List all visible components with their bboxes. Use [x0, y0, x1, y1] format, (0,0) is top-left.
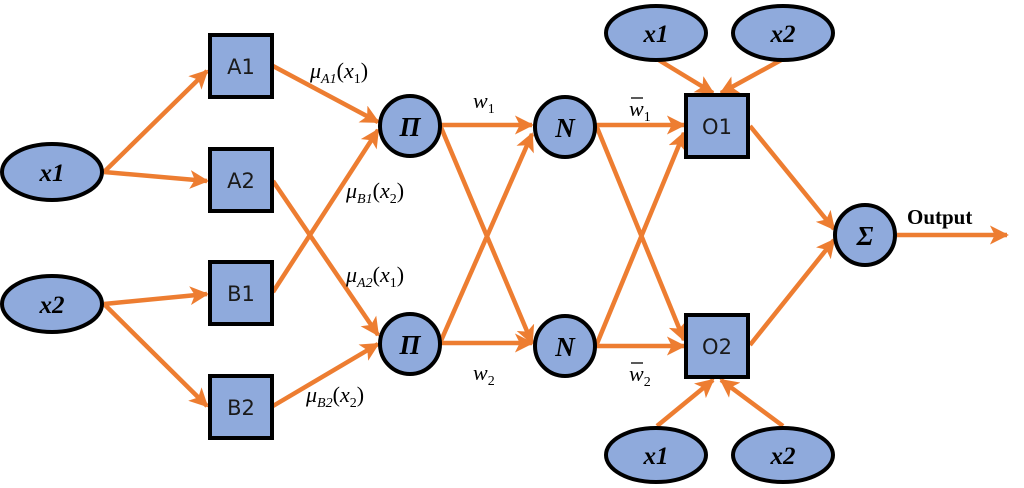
edge-cx2bot-o2: [719, 378, 785, 428]
label-mu-b2: μB2(x2): [305, 382, 364, 411]
node-o2-label: O2: [702, 335, 732, 359]
edge-x2-b1: [103, 286, 209, 307]
edge-p2-n1: [437, 132, 535, 344]
edge-x1-a2: [103, 169, 209, 189]
edge-o2-sum: [748, 238, 836, 347]
edge-cx2top-o1: [719, 57, 785, 95]
node-a2-label: A2: [227, 169, 255, 193]
norm-1-label: N: [554, 113, 576, 143]
edge-cx1top-o1: [655, 57, 715, 95]
label-wbar1: w1: [629, 96, 651, 125]
node-product-2: Π: [378, 312, 442, 376]
label-mu-b1: μB1(x2): [345, 178, 404, 207]
node-a1: A1: [208, 33, 274, 99]
consequent-x2-bottom: x2: [731, 426, 835, 484]
edge-x2-b2: [102, 302, 209, 408]
node-o1-label: O1: [702, 115, 732, 139]
input-x1: x1: [0, 142, 104, 202]
edges: [102, 57, 1009, 428]
product-2-label: Π: [398, 330, 421, 360]
consequent-x1-bottom: x1: [604, 426, 708, 484]
input-x2-label: x2: [39, 292, 65, 319]
label-mu-a1: μA1(x1): [309, 58, 368, 87]
node-a2: A2: [208, 147, 274, 213]
sum-label: Σ: [856, 221, 874, 251]
edge-n2-o1: [593, 131, 687, 347]
consequent-x2-bottom-label: x2: [770, 443, 796, 470]
node-sum: Σ: [833, 203, 897, 267]
node-o1: O1: [684, 93, 750, 159]
node-b2-label: B2: [227, 396, 255, 420]
consequent-x2-top-label: x2: [770, 21, 796, 48]
consequent-x1-top: x1: [604, 4, 708, 62]
node-a1-label: A1: [227, 55, 255, 79]
node-norm-1: N: [533, 95, 597, 159]
edge-a2-p2: [271, 179, 380, 337]
input-x2: x2: [0, 274, 104, 334]
label-mu-a2: μA2(x1): [345, 262, 404, 291]
edge-b1-p1: [271, 128, 380, 294]
label-wbar2: w2: [629, 361, 651, 390]
norm-2-label: N: [554, 332, 576, 362]
input-x1-label: x1: [39, 160, 65, 187]
edge-o1-sum: [748, 124, 836, 231]
output-label: Output: [907, 205, 972, 229]
node-product-1: Π: [378, 94, 442, 158]
edge-a1-p1: [271, 64, 380, 124]
node-b1: B1: [208, 260, 274, 326]
consequent-x1-top-label: x1: [643, 21, 669, 48]
svg-text:w1: w1: [629, 96, 651, 125]
product-1-label: Π: [398, 112, 421, 142]
node-o2: O2: [684, 313, 750, 379]
edge-b2-p2: [271, 342, 380, 408]
consequent-x1-bottom-label: x1: [643, 443, 669, 470]
label-w1: w1: [473, 88, 495, 117]
edge-n1-o2: [593, 124, 687, 342]
node-b1-label: B1: [227, 282, 255, 306]
node-norm-2: N: [533, 314, 597, 378]
consequent-x2-top: x2: [731, 4, 835, 62]
edge-cx1bot-o2: [655, 378, 715, 428]
node-b2: B2: [208, 374, 274, 440]
svg-text:w2: w2: [629, 361, 651, 390]
edge-x1-a1: [102, 69, 209, 174]
label-w2: w2: [473, 360, 495, 389]
